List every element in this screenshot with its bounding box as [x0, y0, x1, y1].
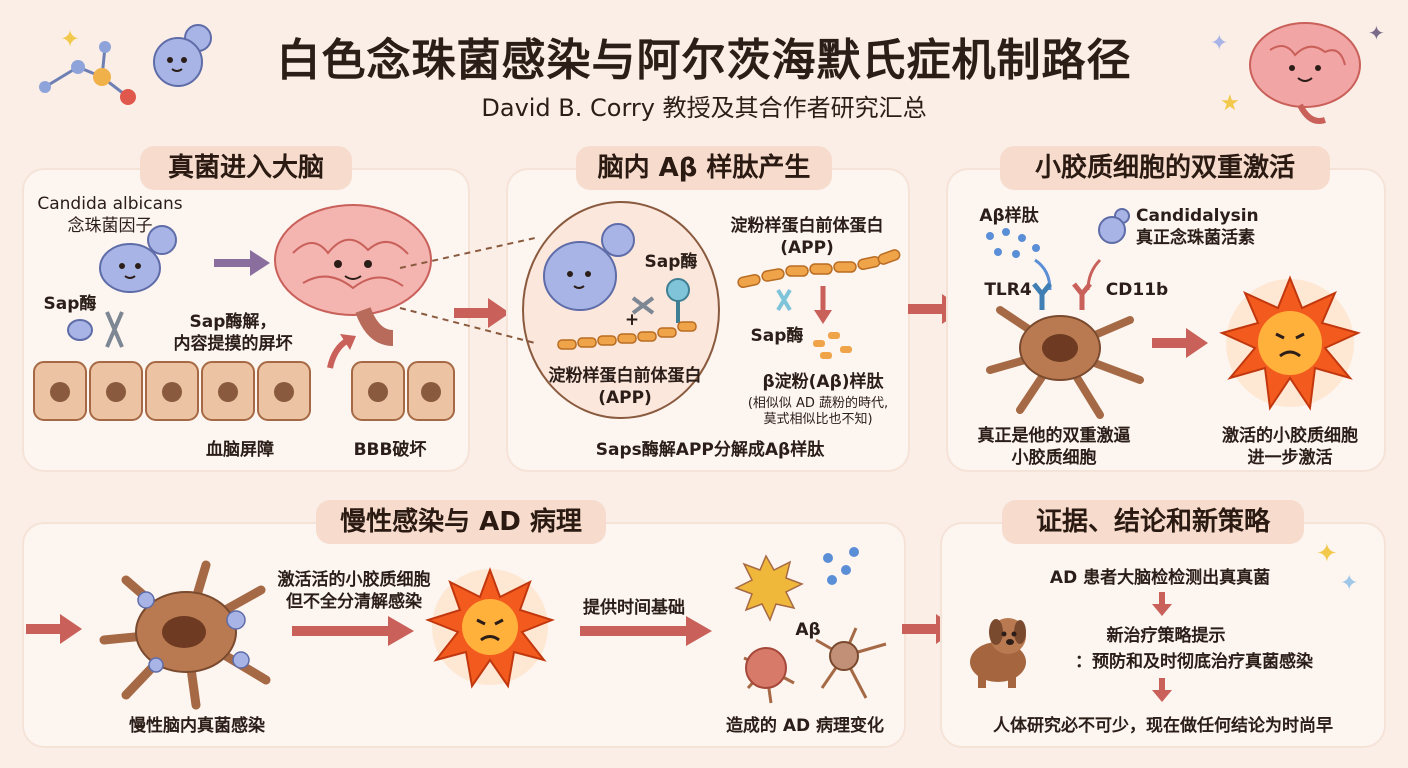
panel3-caption-right-1: 激活的小胶质细胞 [1222, 426, 1358, 446]
abeta-peptide-label: Aβ样肽 [979, 206, 1039, 226]
arrow-right [454, 298, 510, 328]
svg-text:✦: ✦ [1316, 539, 1338, 569]
sap-enzyme-label: Sap酶 [644, 252, 698, 272]
candida-cn-label: 念珠菌因子 [67, 216, 153, 236]
microglia-icon [986, 258, 1144, 419]
beta-note-1: (相似似 AD 蔬粉的時代, [747, 396, 889, 411]
molecule-icon: ✦ [39, 25, 136, 105]
dog-icon [970, 618, 1026, 688]
abeta-dots [986, 228, 1040, 258]
panel3-caption-left-2: 小胶质细胞 [1011, 448, 1097, 468]
fungus-icon [153, 24, 212, 87]
page-subtitle: David B. Corry 教授及其合作者研究汇总 [481, 94, 927, 122]
activated-cell-icon [425, 567, 555, 689]
sap-action-1: Sap酶解， [189, 312, 277, 332]
sap-action-2: 内容提摸的屏坏 [173, 334, 293, 354]
scissors-icon [67, 311, 124, 348]
time-basis-text: 提供时间基础 [583, 598, 685, 618]
app-right-sub: (APP) [780, 238, 834, 258]
panel-title-abeta-production: 脑内 Aβ 样肽产生 [576, 146, 832, 190]
brain-icon [274, 204, 432, 346]
cd11b-label: CD11b [1105, 280, 1169, 300]
bbb-label: 血脑屏障 [206, 440, 274, 460]
arrow-right [292, 616, 414, 646]
sap-label: Sap酶 [43, 294, 97, 314]
arrow-down [1152, 592, 1172, 616]
blood-brain-barrier [33, 361, 455, 421]
arrow-right [26, 614, 82, 644]
page-title: 白色念珠菌感染与阿尔茨海默氏症机制路径 [276, 35, 1132, 86]
tlr4-label: TLR4 [984, 280, 1032, 300]
beta-title: β淀粉(Aβ)样肽 [762, 372, 884, 392]
svg-text:✦: ✦ [1340, 571, 1358, 596]
svg-text:✦: ✦ [1210, 31, 1228, 56]
arrow-text-1: 激活活的小胶质细胞 [277, 570, 431, 590]
zoom-lines [399, 237, 536, 344]
svg-text:★: ★ [1220, 91, 1240, 116]
panel-title-evidence-strategy: 证据、结论和新策略 [1002, 500, 1304, 544]
evidence-step-1: AD 患者大脑检检测出真真菌 [1049, 568, 1271, 588]
fungus-icon [99, 225, 177, 293]
evidence-step-3: 人体研究必不可少，现在做任何结论为时尚早 [993, 716, 1333, 736]
arrow-down [1152, 678, 1172, 702]
arrow-right [1152, 328, 1208, 358]
app-right-label: 淀粉样蛋白前体蛋白 [730, 216, 884, 236]
arrow-right [580, 616, 712, 646]
panel-title-fungus-entry: 真菌进入大脑 [140, 146, 352, 190]
ad-pathology-caption: 造成的 AD 病理变化 [725, 716, 885, 736]
panel-title-chronic-infection: 慢性感染与 AD 病理 [316, 500, 606, 544]
evidence-step-2-title: 新治疗策略提示 [1106, 626, 1226, 646]
ad-pathology-icon [734, 547, 887, 704]
evidence-step-2-detail: ：预防和及时彻底治疗真菌感染 [1075, 652, 1313, 672]
panel-title-microglia-activation: 小胶质细胞的双重激活 [1000, 146, 1330, 190]
panel2-caption: Saps酶解APP分解成Aβ样肽 [595, 440, 825, 460]
bbb-broken-label: BBB破坏 [353, 440, 427, 460]
abeta-label: Aβ [795, 620, 821, 640]
panel3-caption-right-2: 进一步激活 [1247, 448, 1333, 468]
chronic-infection-caption: 慢性脑内真菌感染 [129, 716, 265, 736]
sap-label-2: Sap酶 [750, 326, 804, 346]
arrow-right [214, 250, 270, 276]
sparkle-icon: ✦ ✦ [1316, 539, 1358, 596]
app-left-sub: (APP) [598, 388, 652, 408]
microglia-icon [99, 560, 271, 710]
arrow-text-2: 但不全分清解感染 [286, 592, 422, 612]
fungus-icon [1098, 208, 1130, 244]
candidalysin-label: Candidalysin [1136, 206, 1259, 226]
zoom-circle [522, 201, 720, 419]
brain-icon: ✦ ★ ✦ [1210, 21, 1385, 124]
app-left-label: 淀粉样蛋白前体蛋白 [548, 366, 702, 386]
svg-text:✦: ✦ [60, 25, 80, 53]
app-chain [737, 249, 901, 359]
panel3-caption-left-1: 真正是他的双重激逼 [977, 426, 1131, 446]
plus-sign: + [624, 310, 640, 330]
candidalysin-cn-label: 真正念珠菌活素 [1136, 228, 1255, 248]
beta-note-2: 莫式相似比也不知) [763, 412, 873, 427]
arrow-up [327, 334, 356, 369]
activated-cell-icon [1219, 275, 1361, 411]
svg-text:✦: ✦ [1368, 21, 1385, 45]
candida-label: Candida albicans [37, 194, 183, 214]
